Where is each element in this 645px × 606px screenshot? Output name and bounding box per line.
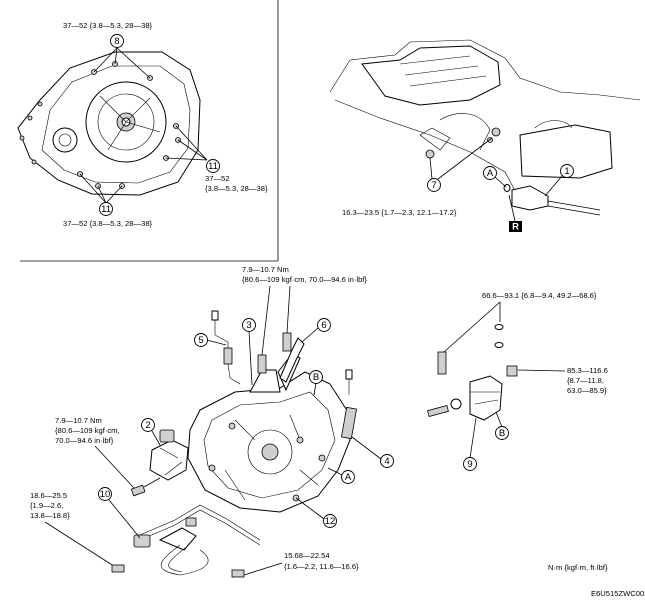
ref-b-right: B [495, 426, 509, 440]
torque-label-7: 16.3—23.5 {1.7—2.3, 12.1—17.2} [342, 208, 457, 217]
svg-text:A: A [345, 472, 352, 483]
svg-text:8: 8 [114, 36, 119, 47]
svg-text:3: 3 [246, 320, 251, 331]
torque-label-10-line3: 13.8—18.8} [30, 511, 70, 520]
sensor-connector-left [211, 310, 241, 385]
torque-label-3-line2: {80.6—109 kgf·cm, 70.0—94.6 in·lbf} [242, 275, 367, 284]
units-legend: N·m {kgf·m, ft·lbf} [548, 563, 608, 572]
callout-8: 8 [110, 34, 124, 48]
ref-b-center: B [309, 370, 323, 384]
svg-text:A: A [487, 168, 494, 179]
callout-11-lower: 11 [99, 202, 113, 216]
callout-2: 2 [141, 418, 155, 432]
ref-a-top: A [483, 166, 497, 180]
callout-11-upper: 11 [206, 159, 220, 173]
inset-frame [20, 0, 279, 262]
ref-a-center: A [341, 470, 355, 484]
svg-text:9: 9 [467, 459, 472, 470]
svg-text:4: 4 [384, 456, 389, 467]
callout-9: 9 [463, 457, 477, 471]
torque-label-2-line3: 70.0—94.6 in·lbf} [55, 436, 114, 445]
svg-text:2: 2 [145, 420, 150, 431]
torque-label-9-line3: 63.0—85.9} [567, 386, 607, 395]
torque-label-9-line1: 85.3—116.6 [567, 366, 608, 375]
callout-3: 3 [242, 318, 256, 332]
callout-4: 4 [380, 454, 394, 468]
callout-1: 1 [560, 164, 574, 178]
inset-leaders [79, 47, 208, 204]
bolt-12 [231, 569, 245, 578]
svg-text:6: 6 [321, 320, 326, 331]
callout-7: 7 [427, 178, 441, 192]
torque-label-11a-line2: {3.8—5.3, 28—38} [205, 184, 268, 193]
svg-text:B: B [499, 428, 505, 439]
torque-label-11a-line1: 37—52 [205, 174, 230, 183]
svg-text:11: 11 [208, 161, 218, 172]
svg-text:11: 11 [101, 204, 111, 215]
torque-label-10-line2: {1.9—2.6, [30, 501, 63, 510]
bolt-10 [111, 564, 125, 573]
torque-label-10-line1: 18.6—25.5 [30, 491, 67, 500]
svg-text:R: R [512, 222, 519, 233]
clutch-housing-illustration [17, 51, 201, 196]
torque-label-12-line2: {1.6—2.2, 11.6—16.6} [284, 562, 359, 571]
mount-9-illustration [427, 324, 518, 421]
svg-text:7: 7 [431, 180, 436, 191]
callout-10: 10 [98, 487, 112, 501]
engine-bay-illustration [329, 39, 641, 216]
svg-text:10: 10 [100, 489, 111, 500]
svg-text:B: B [313, 372, 319, 383]
torque-label-12-line1: 15.68—22.54 [284, 551, 330, 560]
bracket-2-illustration [130, 429, 189, 497]
svg-text:5: 5 [198, 335, 203, 346]
replace-r-badge: R [509, 221, 522, 233]
torque-label-3-line1: 7.9—10.7 Nm [242, 265, 289, 274]
figure-code: E6U515ZWC002 [591, 589, 645, 598]
callout-12: 12 [323, 514, 337, 528]
svg-text:1: 1 [564, 166, 569, 177]
transaxle-body-illustration [187, 332, 351, 513]
callout-5: 5 [194, 333, 208, 347]
torque-label-11b: 37—52 {3.8—5.3, 28—38} [63, 219, 153, 228]
torque-label-2-line1: 7.9—10.7 Nm [55, 416, 102, 425]
shift-cable-illustration [133, 504, 261, 576]
svg-text:12: 12 [325, 516, 336, 527]
sensor-connector-right [341, 369, 357, 440]
torque-label-9-top: 66.6—93.1 {6.8—9.4, 49.2—68.6} [482, 291, 597, 300]
callout-6: 6 [317, 318, 331, 332]
torque-label-2-line2: {80.6—109 kgf·cm, [55, 426, 120, 435]
torque-label-8: 37—52 {3.8—5.3, 28—38} [63, 21, 153, 30]
torque-label-9-line2: {8.7—11.8, [567, 376, 604, 385]
